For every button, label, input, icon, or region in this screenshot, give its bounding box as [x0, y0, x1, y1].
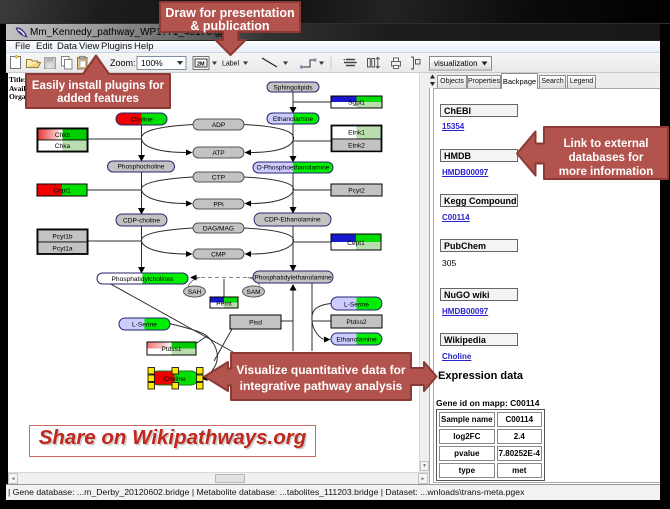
svg-text:Etnk2: Etnk2 [348, 143, 365, 150]
svg-text:ADP: ADP [212, 122, 226, 129]
svg-text:Choline: Choline [130, 117, 153, 124]
svg-text:Choline: Choline [163, 376, 186, 383]
svg-text:Zoom:: Zoom: [110, 58, 136, 68]
svg-text:CDP-choline: CDP-choline [123, 218, 160, 225]
svg-text:CDP-Ethanolamine: CDP-Ethanolamine [264, 217, 321, 224]
svg-text:Pisd: Pisd [249, 320, 262, 327]
svg-text:PPi: PPi [213, 202, 224, 209]
svg-text:Ptdss2: Ptdss2 [346, 319, 366, 326]
svg-text:Etnk1: Etnk1 [348, 130, 365, 137]
svg-text:visualization: visualization [434, 59, 478, 68]
svg-text:Pcyt1b: Pcyt1b [52, 234, 72, 241]
svg-text:Chkb: Chkb [55, 132, 71, 139]
svg-text:Pemt: Pemt [216, 301, 232, 308]
svg-text:Chka: Chka [55, 143, 71, 150]
svg-text:100%: 100% [141, 58, 163, 68]
svg-text:Label: Label [222, 61, 240, 68]
svg-text:Ptdss1: Ptdss1 [161, 346, 181, 353]
svg-text:SAM: SAM [246, 289, 260, 296]
svg-text:Title:: Title: [9, 75, 26, 84]
svg-text:Phosphocholine: Phosphocholine [118, 164, 165, 171]
svg-text:Availab: Availab [9, 84, 33, 93]
svg-text:Cept1: Cept1 [53, 188, 71, 195]
svg-text:Phosphatidylcholines: Phosphatidylcholines [112, 276, 175, 283]
svg-text:CTP: CTP [212, 175, 226, 182]
svg-text:2M: 2M [197, 62, 205, 68]
svg-text:Organis: Organis [9, 92, 35, 101]
svg-text:Sphingolipids: Sphingolipids [273, 85, 313, 92]
svg-text:DAG/MAG: DAG/MAG [203, 226, 234, 233]
svg-text:Phosphatidylethanolamine: Phosphatidylethanolamine [254, 275, 332, 282]
svg-text:Cept1: Cept1 [347, 240, 365, 247]
svg-text:Ethanolamine: Ethanolamine [273, 116, 314, 123]
svg-text:SAH: SAH [188, 289, 202, 296]
svg-text:L-Serine: L-Serine [344, 302, 369, 309]
svg-text:Ethanolamine: Ethanolamine [336, 337, 377, 344]
svg-text:Sgpl1: Sgpl1 [348, 100, 365, 107]
svg-text:O-Phosphoethanolamine: O-Phosphoethanolamine [257, 165, 330, 172]
svg-text:CMP: CMP [211, 252, 226, 259]
svg-text:Pcyt1a: Pcyt1a [52, 246, 72, 253]
svg-text:ATP: ATP [212, 150, 225, 157]
svg-text:Pcyt2: Pcyt2 [348, 188, 365, 195]
svg-text:L-Serine: L-Serine [132, 322, 157, 329]
